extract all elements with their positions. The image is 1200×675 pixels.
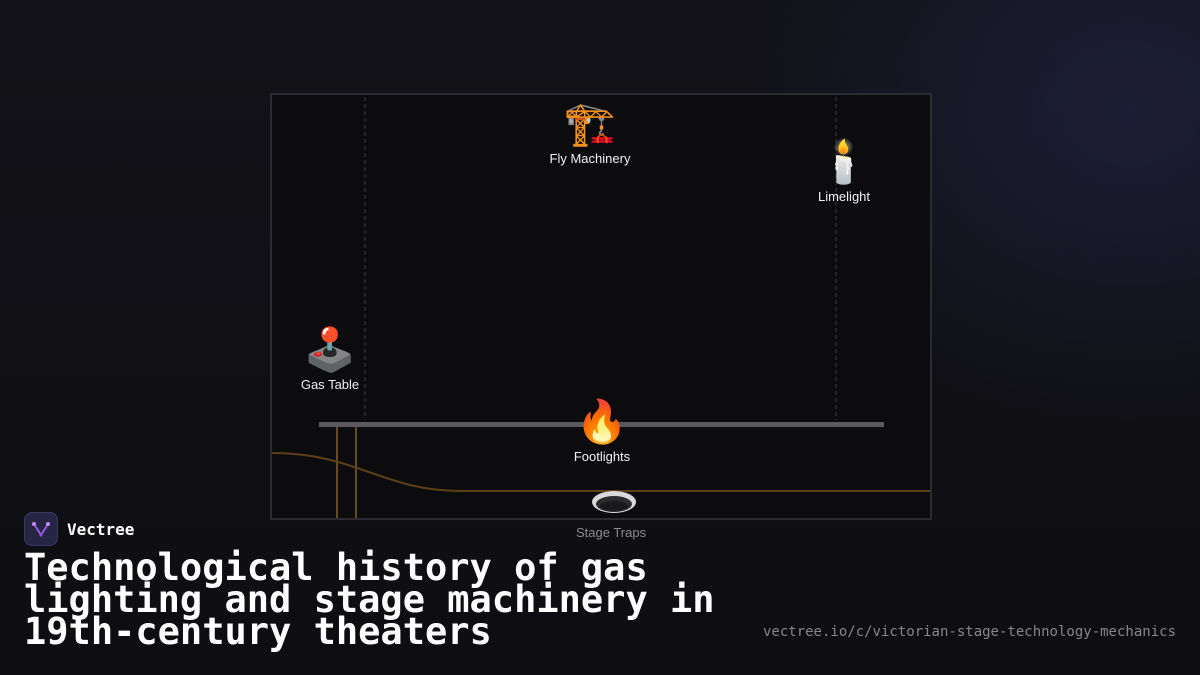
construction-crane-icon: 🏗️ bbox=[563, 100, 617, 147]
brand: Vectree bbox=[24, 512, 134, 546]
limelight-item: 🕯️ Limelight bbox=[804, 138, 884, 205]
stage-floor bbox=[319, 422, 884, 427]
source-url[interactable]: vectree.io/c/victorian-stage-technology-… bbox=[762, 624, 1176, 640]
fly-machinery-label: Fly Machinery bbox=[549, 151, 631, 166]
stage-lines bbox=[272, 97, 930, 518]
brand-name: Vectree bbox=[67, 519, 135, 539]
hole-icon bbox=[592, 491, 636, 513]
gas-table-item: 🕹️ Gas Table bbox=[290, 326, 370, 393]
joystick-icon: 🕹️ bbox=[303, 326, 357, 373]
stage-diagram: 🏗️ Fly Machinery 🕯️ Limelight 🕹️ Gas Tab… bbox=[270, 93, 932, 520]
gas-table-label: Gas Table bbox=[300, 377, 360, 392]
fire-icon: 🔥 bbox=[575, 398, 629, 445]
footlights-item: 🔥 Footlights bbox=[562, 398, 642, 465]
page-title: Technological history of gas lighting an… bbox=[24, 546, 715, 653]
footlights-label: Footlights bbox=[573, 449, 631, 464]
stage-traps-label: Stage Traps bbox=[576, 525, 647, 540]
fly-machinery-item: 🏗️ Fly Machinery bbox=[540, 100, 640, 167]
limelight-label: Limelight bbox=[817, 189, 871, 204]
gas-main-pipe bbox=[272, 452, 930, 492]
candle-icon: 🕯️ bbox=[817, 138, 871, 185]
vectree-logo-icon bbox=[24, 512, 58, 546]
